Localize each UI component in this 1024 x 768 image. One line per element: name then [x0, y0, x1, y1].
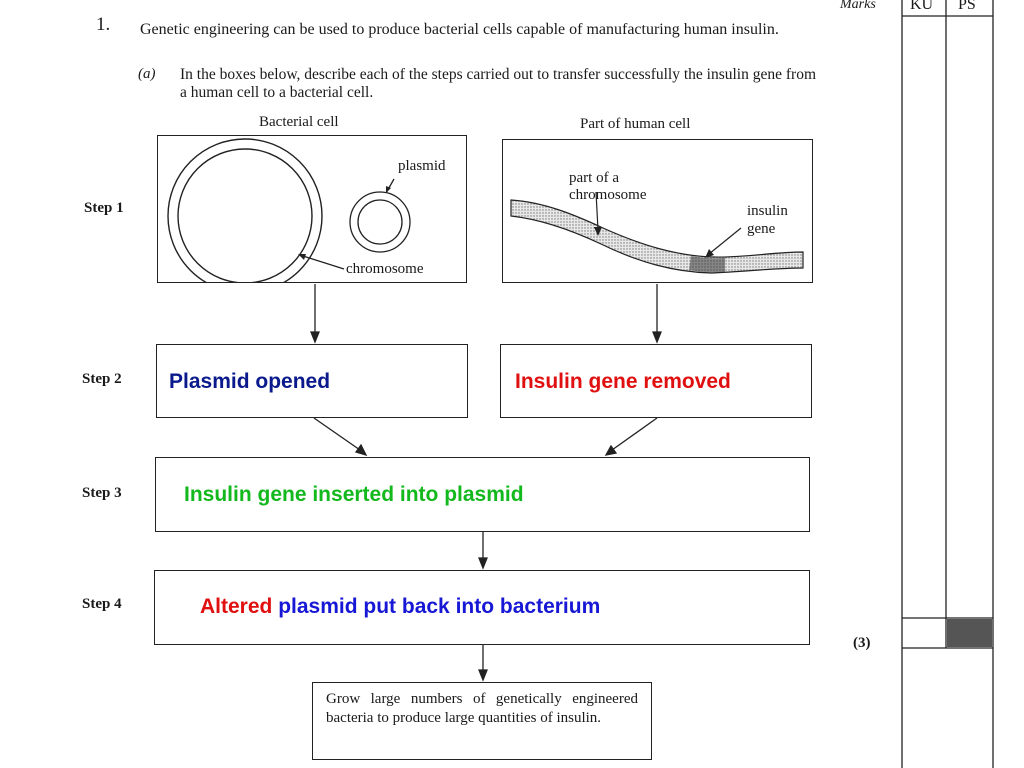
bacterial-cell-diagram — [167, 138, 411, 282]
answer-plasmid-returned: Altered plasmid put back into bacterium — [200, 595, 600, 619]
bacterial-cell-box: plasmid chromosome — [157, 135, 467, 283]
step-4-box: Altered plasmid put back into bacterium — [154, 570, 810, 645]
final-outcome-box: Grow large numbers of genetically engine… — [312, 682, 652, 760]
arrow-step2-left — [313, 417, 361, 451]
question-number: 1. — [96, 14, 111, 35]
answer-plasmid-back-text: plasmid put back into bacterium — [278, 595, 601, 618]
step-3-box: Insulin gene inserted into plasmid — [155, 457, 810, 532]
chromosome-pointer — [302, 255, 345, 270]
answer-insulin-gene-removed: Insulin gene removed — [515, 370, 731, 393]
human-chromosome-diagram — [510, 191, 804, 274]
plasmid-label: plasmid — [398, 158, 446, 174]
part-label: (a) — [138, 66, 156, 82]
answer-altered-word: Altered — [200, 595, 273, 618]
step-4-label: Step 4 — [82, 596, 122, 612]
question-stem: Genetic engineering can be used to produ… — [140, 21, 779, 38]
answer-gene-inserted: Insulin gene inserted into plasmid — [184, 483, 524, 506]
bacterial-chromosome-ring — [177, 148, 313, 282]
arrow-step2-right — [611, 417, 658, 451]
insulin-gene-pointer — [708, 227, 742, 255]
bacterial-cell-outer-wall — [167, 138, 323, 282]
part-instructions: In the boxes below, describe each of the… — [180, 66, 817, 101]
chromosome-label: chromosome — [346, 261, 424, 277]
ku-column-heading: KU — [910, 0, 934, 13]
marks-awarded: (3) — [853, 635, 871, 651]
human-cell-box: part of a chromosome insulin gene — [502, 139, 813, 283]
step-2-left-box: Plasmid opened — [156, 344, 468, 418]
chromosome-strand — [510, 199, 804, 274]
plasmid-inner-ring — [357, 199, 403, 245]
ps-shaded-cell — [947, 619, 992, 647]
step-2-right-box: Insulin gene removed — [500, 344, 812, 418]
step-1-label: Step 1 — [84, 200, 124, 216]
insulin-gene-label: insulin gene — [747, 203, 788, 237]
step-2-label: Step 2 — [82, 371, 122, 387]
bacterial-cell-heading: Bacterial cell — [259, 114, 339, 130]
chromosome-part-label: part of a chromosome — [569, 170, 647, 203]
final-outcome-text: Grow large numbers of genetically engine… — [326, 691, 638, 726]
ps-column-heading: PS — [958, 0, 976, 13]
human-cell-heading: Part of human cell — [580, 116, 691, 132]
step-3-label: Step 3 — [82, 485, 122, 501]
answer-plasmid-opened: Plasmid opened — [169, 370, 331, 393]
marks-heading: Marks — [840, 0, 876, 12]
insulin-gene-region — [689, 256, 725, 273]
plasmid-outer-ring — [349, 191, 411, 253]
chromosome-part-pointer — [595, 191, 599, 231]
